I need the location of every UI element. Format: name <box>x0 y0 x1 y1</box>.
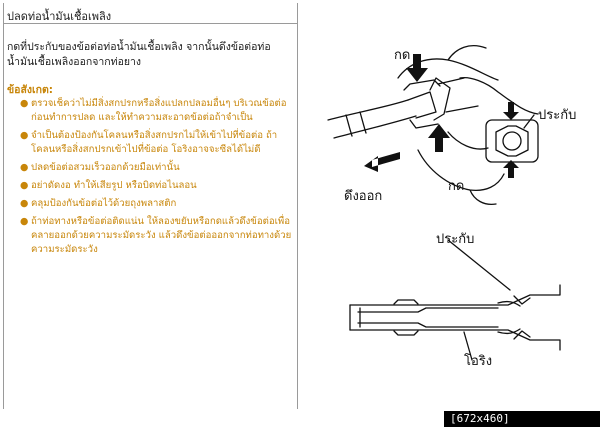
bullet-icon: ● <box>20 162 29 173</box>
bullet-icon: ● <box>20 130 29 141</box>
retainer-inset <box>485 119 539 163</box>
push-label-bottom: กด <box>448 179 465 194</box>
heading-rule <box>3 23 298 24</box>
page-title: ปลดท่อน้ำมันเชื้อเพลิง <box>7 10 112 23</box>
fuel-tube-illustration <box>327 77 479 139</box>
retainer-arrow-up-icon <box>503 160 519 178</box>
notes-title: ข้อสังเกต: <box>7 84 53 96</box>
list-item: ●จำเป็นต้องป้องกันโคลนหรือสิ่งสกปรกไม่ให… <box>20 129 298 157</box>
list-item: ●ถ้าท่อทางหรือข้อต่อติดแน่น ให้ลองขยับหร… <box>20 215 298 257</box>
retainer-arrow-down-icon <box>503 102 519 120</box>
pull-arrow-left-icon <box>364 152 400 172</box>
oring-label: โอริง <box>464 354 493 369</box>
leader-lines <box>447 114 535 361</box>
retainer-label-top: ประกับ <box>538 108 577 123</box>
note-text: ปลดข้อต่อสวมเร็วออกด้วยมือเท่านั้น <box>31 162 180 173</box>
bullet-icon: ● <box>20 198 29 209</box>
note-text: อย่าดัดงอ ทำให้เสียรูป หรือบิดท่อไนลอน <box>31 180 197 191</box>
note-text: จำเป็นต้องป้องกันโคลนหรือสิ่งสกปรกไม่ให้… <box>31 130 278 155</box>
bullet-icon: ● <box>20 216 29 227</box>
watermark-badge: [672x460] https://upic.me/ <box>444 411 600 441</box>
push-arrow-down-icon <box>406 54 428 82</box>
list-item: ●ตรวจเช็คว่าไม่มีสิ่งสกปรกหรือสิ่งแปลกปล… <box>20 97 298 125</box>
instruction-text: กดที่ประกับของข้อต่อท่อน้ำมันเชื้อเพลิง … <box>7 41 271 68</box>
note-text: คลุมป้องกันข้อต่อไว้ด้วยถุงพลาสติก <box>31 198 177 209</box>
bullet-icon: ● <box>20 98 29 109</box>
connector-illustration <box>327 45 561 361</box>
note-text: ตรวจเช็คว่าไม่มีสิ่งสกปรกหรือสิ่งแปลกปลอ… <box>31 98 287 123</box>
connector-diagram: กด กด ดึงออก ประกับ ประกับ โอริง <box>298 20 598 400</box>
list-item: ●อย่าดัดงอ ทำให้เสียรูป หรือบิดท่อไนลอน <box>20 179 298 193</box>
list-item: ●คลุมป้องกันข้อต่อไว้ด้วยถุงพลาสติก <box>20 197 298 211</box>
pull-label: ดึงออก <box>344 189 383 204</box>
note-text: ถ้าท่อทางหรือข้อต่อติดแน่น ให้ลองขยับหรื… <box>31 216 292 255</box>
retainer-label-bottom: ประกับ <box>436 232 475 247</box>
hand-illustration <box>397 45 539 206</box>
push-label-top: กด <box>394 48 411 63</box>
document-page: ปลดท่อน้ำมันเชื้อเพลิง กดที่ประกับของข้อ… <box>3 3 600 441</box>
push-arrow-up-icon <box>428 124 450 152</box>
bullet-icon: ● <box>20 180 29 191</box>
column-divider <box>297 3 298 409</box>
notes-list: ●ตรวจเช็คว่าไม่มีสิ่งสกปรกหรือสิ่งแปลกปล… <box>20 97 298 261</box>
left-border <box>3 3 4 409</box>
cross-section-illustration <box>349 284 561 351</box>
list-item: ●ปลดข้อต่อสวมเร็วออกด้วยมือเท่านั้น <box>20 161 298 175</box>
